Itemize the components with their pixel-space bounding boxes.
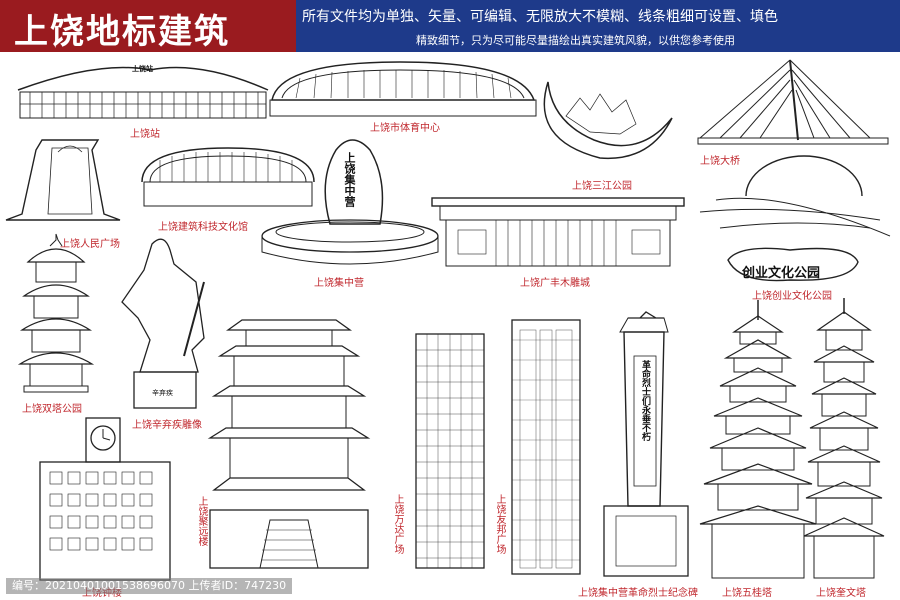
tech-culture-hall-drawing	[141, 147, 315, 207]
label-sports-center: 上饶市体育中心	[370, 123, 440, 134]
header-description: 所有文件均为单独、矢量、可编辑、无限放大不模糊、线条粗细可设置、填色 精致细节，…	[296, 0, 900, 52]
label-shangrao-station: 上饶站	[130, 129, 160, 140]
title-banner: 上饶地标建筑	[0, 0, 296, 52]
sanjiang-park-drawing	[543, 81, 673, 160]
wanda-plaza-drawing	[415, 333, 485, 569]
label-kuiwen-pagoda: 上饶奎文塔	[816, 588, 866, 599]
label-woodcarving-city: 上饶广丰木雕城	[520, 278, 590, 289]
station-sign-text: 上饶站	[132, 65, 153, 73]
jizhongying-stone-drawing	[261, 139, 439, 265]
bridge-drawing	[697, 59, 889, 145]
woodcarving-city-drawing	[431, 197, 685, 267]
label-bridge: 上饶大桥	[700, 156, 740, 167]
monument-inscription: 革命烈士们永垂不朽	[640, 360, 650, 441]
label-martyrs-monument: 上饶集中营革命烈士纪念碑	[578, 588, 698, 599]
label-sanjiang-park: 上饶三江公园	[572, 181, 632, 192]
header-line-1: 所有文件均为单独、矢量、可编辑、无限放大不模糊、线条粗细可设置、填色	[302, 9, 778, 25]
label-tech-culture-hall: 上饶建筑科技文化馆	[158, 222, 248, 233]
label-juyuan-tower: 上饶聚远楼	[196, 496, 207, 546]
label-jizhongying: 上饶集中营	[314, 278, 364, 289]
label-xin-qiji-statue: 上饶辛弃疾雕像	[132, 420, 202, 431]
header-line-2: 精致细节，只为尽可能尽量描绘出真实建筑风貌，以供您参考使用	[416, 34, 735, 47]
page-title: 上饶地标建筑	[14, 12, 230, 52]
stadium-drawing	[269, 61, 537, 117]
wugui-pagoda-drawing	[699, 300, 817, 579]
twin-tower-pagoda-drawing	[17, 233, 95, 393]
entrepreneur-park-drawing	[699, 155, 891, 282]
stone-inscription: 上饶集中营	[343, 152, 356, 207]
park-sign-text: 创业文化公园	[742, 266, 821, 281]
footer-id-bar: 编号：20210401001538696070 上传者ID：747230	[6, 578, 293, 594]
martyrs-monument-drawing	[603, 311, 689, 577]
xin-qiji-statue-drawing	[121, 238, 205, 409]
label-entrepreneur-park: 上饶创业文化公园	[752, 291, 832, 302]
clock-tower-drawing	[39, 417, 171, 581]
label-youbang-plaza: 上饶友邦广场	[494, 494, 505, 554]
youbang-plaza-drawing	[511, 319, 581, 575]
label-people-square: 上饶人民广场	[60, 239, 120, 250]
kuiwen-pagoda-drawing	[803, 298, 885, 579]
station-drawing	[17, 66, 269, 119]
statue-plate-text: 辛弃疾	[152, 389, 173, 397]
label-wugui-pagoda: 上饶五桂塔	[722, 588, 772, 599]
label-wanda-plaza: 上饶万达广场	[392, 494, 403, 554]
people-square-drawing	[5, 139, 121, 221]
juyuan-tower-drawing	[207, 319, 371, 569]
label-twin-tower-park: 上饶双塔公园	[22, 404, 82, 415]
